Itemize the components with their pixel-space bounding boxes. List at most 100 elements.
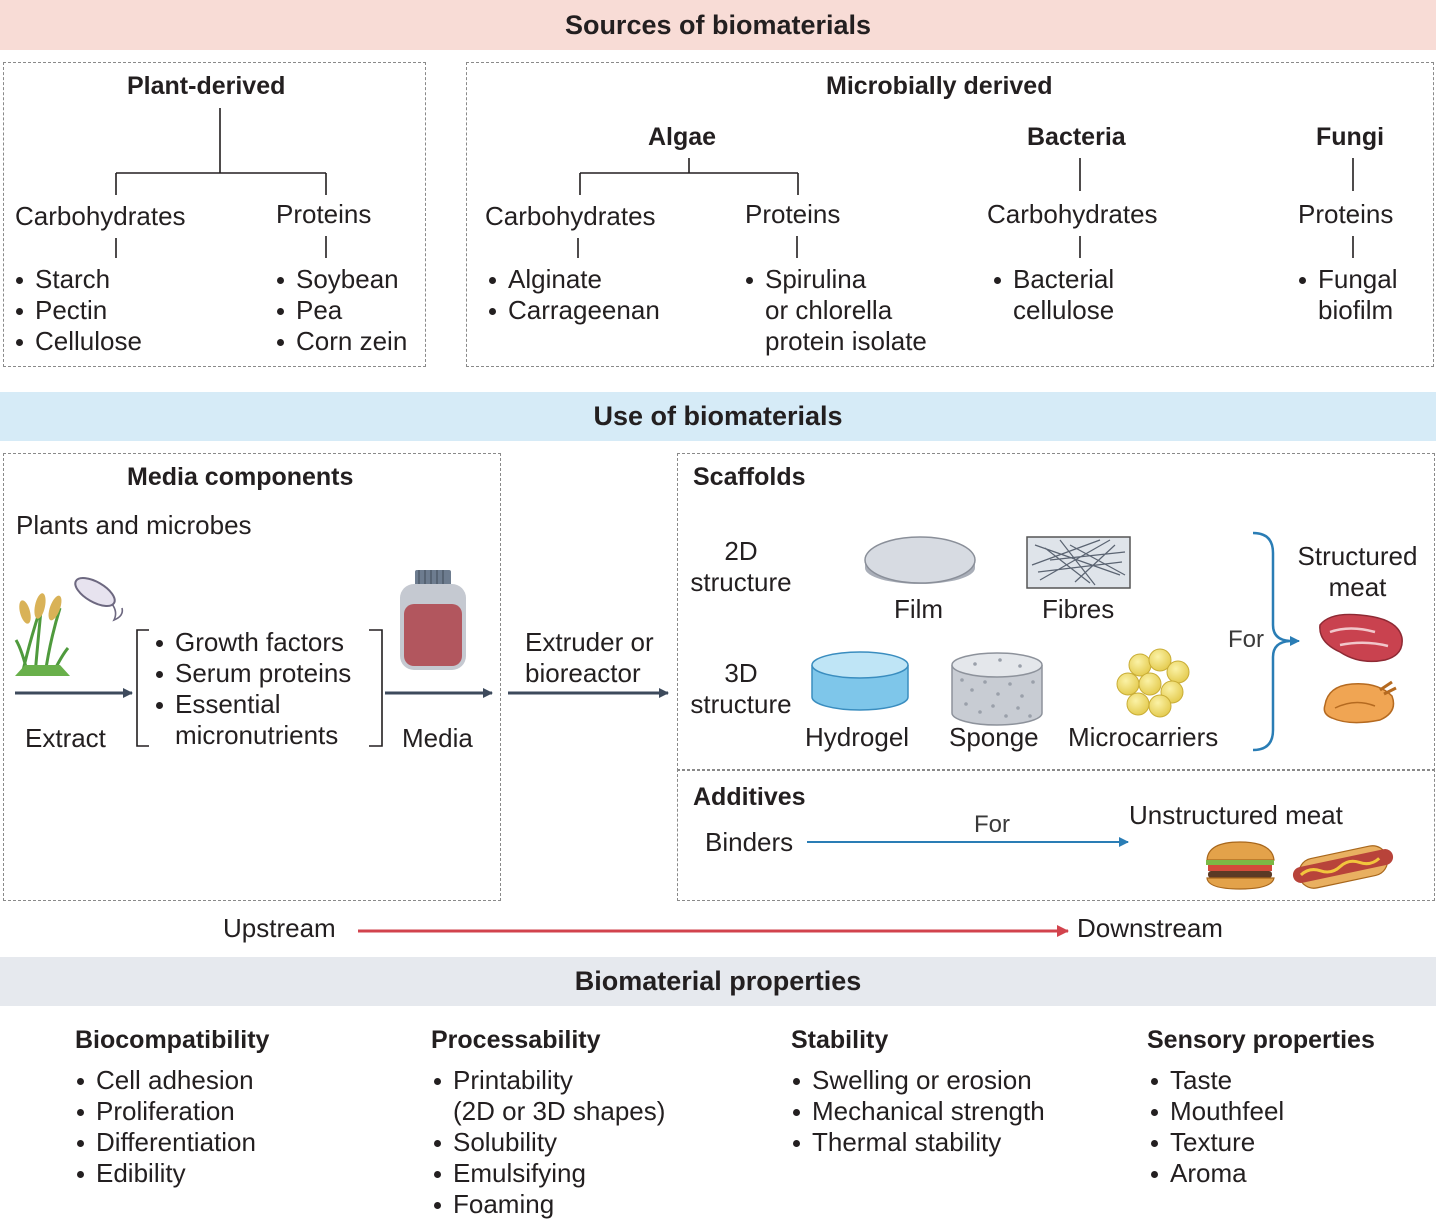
list-item: Mouthfeel <box>1149 1096 1284 1127</box>
burger-icon <box>1206 841 1275 890</box>
sponge-icon <box>951 652 1043 726</box>
properties-title: Biomaterial properties <box>574 966 862 996</box>
fibres-icon <box>1026 536 1131 589</box>
microbe-icon <box>74 577 124 622</box>
algae-carbs-label: Carbohydrates <box>485 201 656 231</box>
microcarriers-label: Microcarriers <box>1068 722 1219 752</box>
list-item: Alginate <box>487 264 660 295</box>
downstream-label: Downstream <box>1077 913 1223 943</box>
list-item-continuation: protein isolate <box>765 326 927 356</box>
algae-carbs-list: Alginate Carrageenan <box>487 264 660 326</box>
list-item: Carrageenan <box>487 295 660 326</box>
list-item: Texture <box>1149 1127 1284 1158</box>
bacteria-title: Bacteria <box>1027 123 1126 151</box>
use-band: Use of biomaterials <box>0 392 1436 441</box>
scaffolds-title: Scaffolds <box>693 463 806 491</box>
biocompatibility-title: Biocompatibility <box>75 1026 270 1054</box>
steak-icon <box>1319 613 1403 663</box>
list-item: Pea <box>275 295 407 326</box>
list-item-continuation: or chlorella <box>765 295 893 325</box>
media-label: Media <box>402 723 473 753</box>
list-item: Soybean <box>275 264 407 295</box>
algae-sublines <box>577 236 798 258</box>
algae-proteins-label: Proteins <box>745 199 841 229</box>
microcarriers-icon <box>1116 648 1190 718</box>
additives-box <box>677 769 1435 901</box>
bacteria-list: Bacterial cellulose <box>992 264 1114 326</box>
list-item: Cellulose <box>14 326 142 357</box>
plant-derived-box <box>3 62 426 367</box>
plant-derived-title: Plant-derived <box>127 72 286 100</box>
list-item: Swelling or erosion <box>791 1065 1045 1096</box>
use-title: Use of biomaterials <box>593 401 843 431</box>
media-items-list: Growth factors Serum proteins Essential … <box>154 627 351 751</box>
biocompatibility-list: Cell adhesion Proliferation Differentiat… <box>75 1065 256 1189</box>
plant-sublines <box>115 236 327 258</box>
fibres-label: Fibres <box>1042 594 1115 624</box>
fungi-list: Fungal biofilm <box>1297 264 1398 326</box>
list-item: Printability <box>432 1065 665 1096</box>
scaffolds-box <box>677 453 1435 771</box>
film-label: Film <box>894 594 944 624</box>
list-item: Spirulina <box>744 264 927 295</box>
upstream-label: Upstream <box>223 913 336 943</box>
list-item: Pectin <box>14 295 142 326</box>
list-item: Corn zein <box>275 326 407 357</box>
structured-brace <box>1252 531 1291 752</box>
plant-proteins-list: Soybean Pea Corn zein <box>275 264 407 357</box>
list-item: Differentiation <box>75 1127 256 1158</box>
structured-meat-label: Structured meat <box>1297 541 1418 602</box>
microbial-box <box>466 62 1434 367</box>
algae-title: Algae <box>648 123 717 151</box>
media-title: Media components <box>127 463 354 491</box>
additives-title: Additives <box>693 783 806 811</box>
hotdog-icon <box>1292 845 1394 889</box>
sensory-list: Taste Mouthfeel Texture Aroma <box>1149 1065 1284 1189</box>
sources-band: Sources of biomaterials <box>0 0 1436 50</box>
fungi-proteins-label: Proteins <box>1298 199 1394 229</box>
plant-carbs-label: Carbohydrates <box>15 201 186 231</box>
for-structured-label: For <box>1228 626 1264 653</box>
plant-carbs-list: Starch Pectin Cellulose <box>14 264 142 357</box>
properties-band: Biomaterial properties <box>0 957 1436 1006</box>
hydrogel-label: Hydrogel <box>805 722 910 752</box>
media-box <box>3 453 501 901</box>
list-item: Emulsifying <box>432 1158 665 1189</box>
fungi-title: Fungi <box>1316 123 1385 151</box>
list-item: Bacterial <box>992 264 1114 295</box>
algae-proteins-list: Spirulina or chlorella protein isolate <box>744 264 927 357</box>
list-item: Foaming <box>432 1189 665 1220</box>
right-bracket <box>369 629 383 747</box>
hydrogel-icon <box>811 651 909 711</box>
stability-title: Stability <box>791 1026 889 1054</box>
processability-title: Processability <box>431 1026 601 1054</box>
processability-list: Printability (2D or 3D shapes) Solubilit… <box>432 1065 665 1220</box>
extract-label: Extract <box>25 723 106 753</box>
list-item: Thermal stability <box>791 1127 1045 1158</box>
row-2d-label: 2D structure <box>690 536 792 597</box>
sources-title: Sources of biomaterials <box>564 10 872 40</box>
list-item: Aroma <box>1149 1158 1284 1189</box>
list-item: Growth factors <box>154 627 351 658</box>
microbial-title: Microbially derived <box>826 72 1053 100</box>
list-item-continuation: (2D or 3D shapes) <box>453 1096 666 1126</box>
list-item: Proliferation <box>75 1096 256 1127</box>
plant-tree <box>115 108 327 195</box>
binders-label: Binders <box>705 827 794 857</box>
algae-tree <box>579 158 799 195</box>
film-icon <box>864 536 976 584</box>
list-item: Solubility <box>432 1127 665 1158</box>
list-item-continuation: cellulose <box>1013 295 1115 325</box>
list-item: Edibility <box>75 1158 256 1189</box>
list-item: Cell adhesion <box>75 1065 256 1096</box>
unstructured-meat-label: Unstructured meat <box>1129 800 1343 830</box>
list-item: Starch <box>14 264 142 295</box>
chicken-icon <box>1323 680 1397 724</box>
extruder-label: Extruder or bioreactor <box>525 627 654 688</box>
for-unstructured-label: For <box>974 811 1010 838</box>
media-bottle-icon <box>400 570 466 670</box>
list-item: Essential <box>154 689 351 720</box>
list-item: Serum proteins <box>154 658 351 689</box>
list-item: Taste <box>1149 1065 1284 1096</box>
